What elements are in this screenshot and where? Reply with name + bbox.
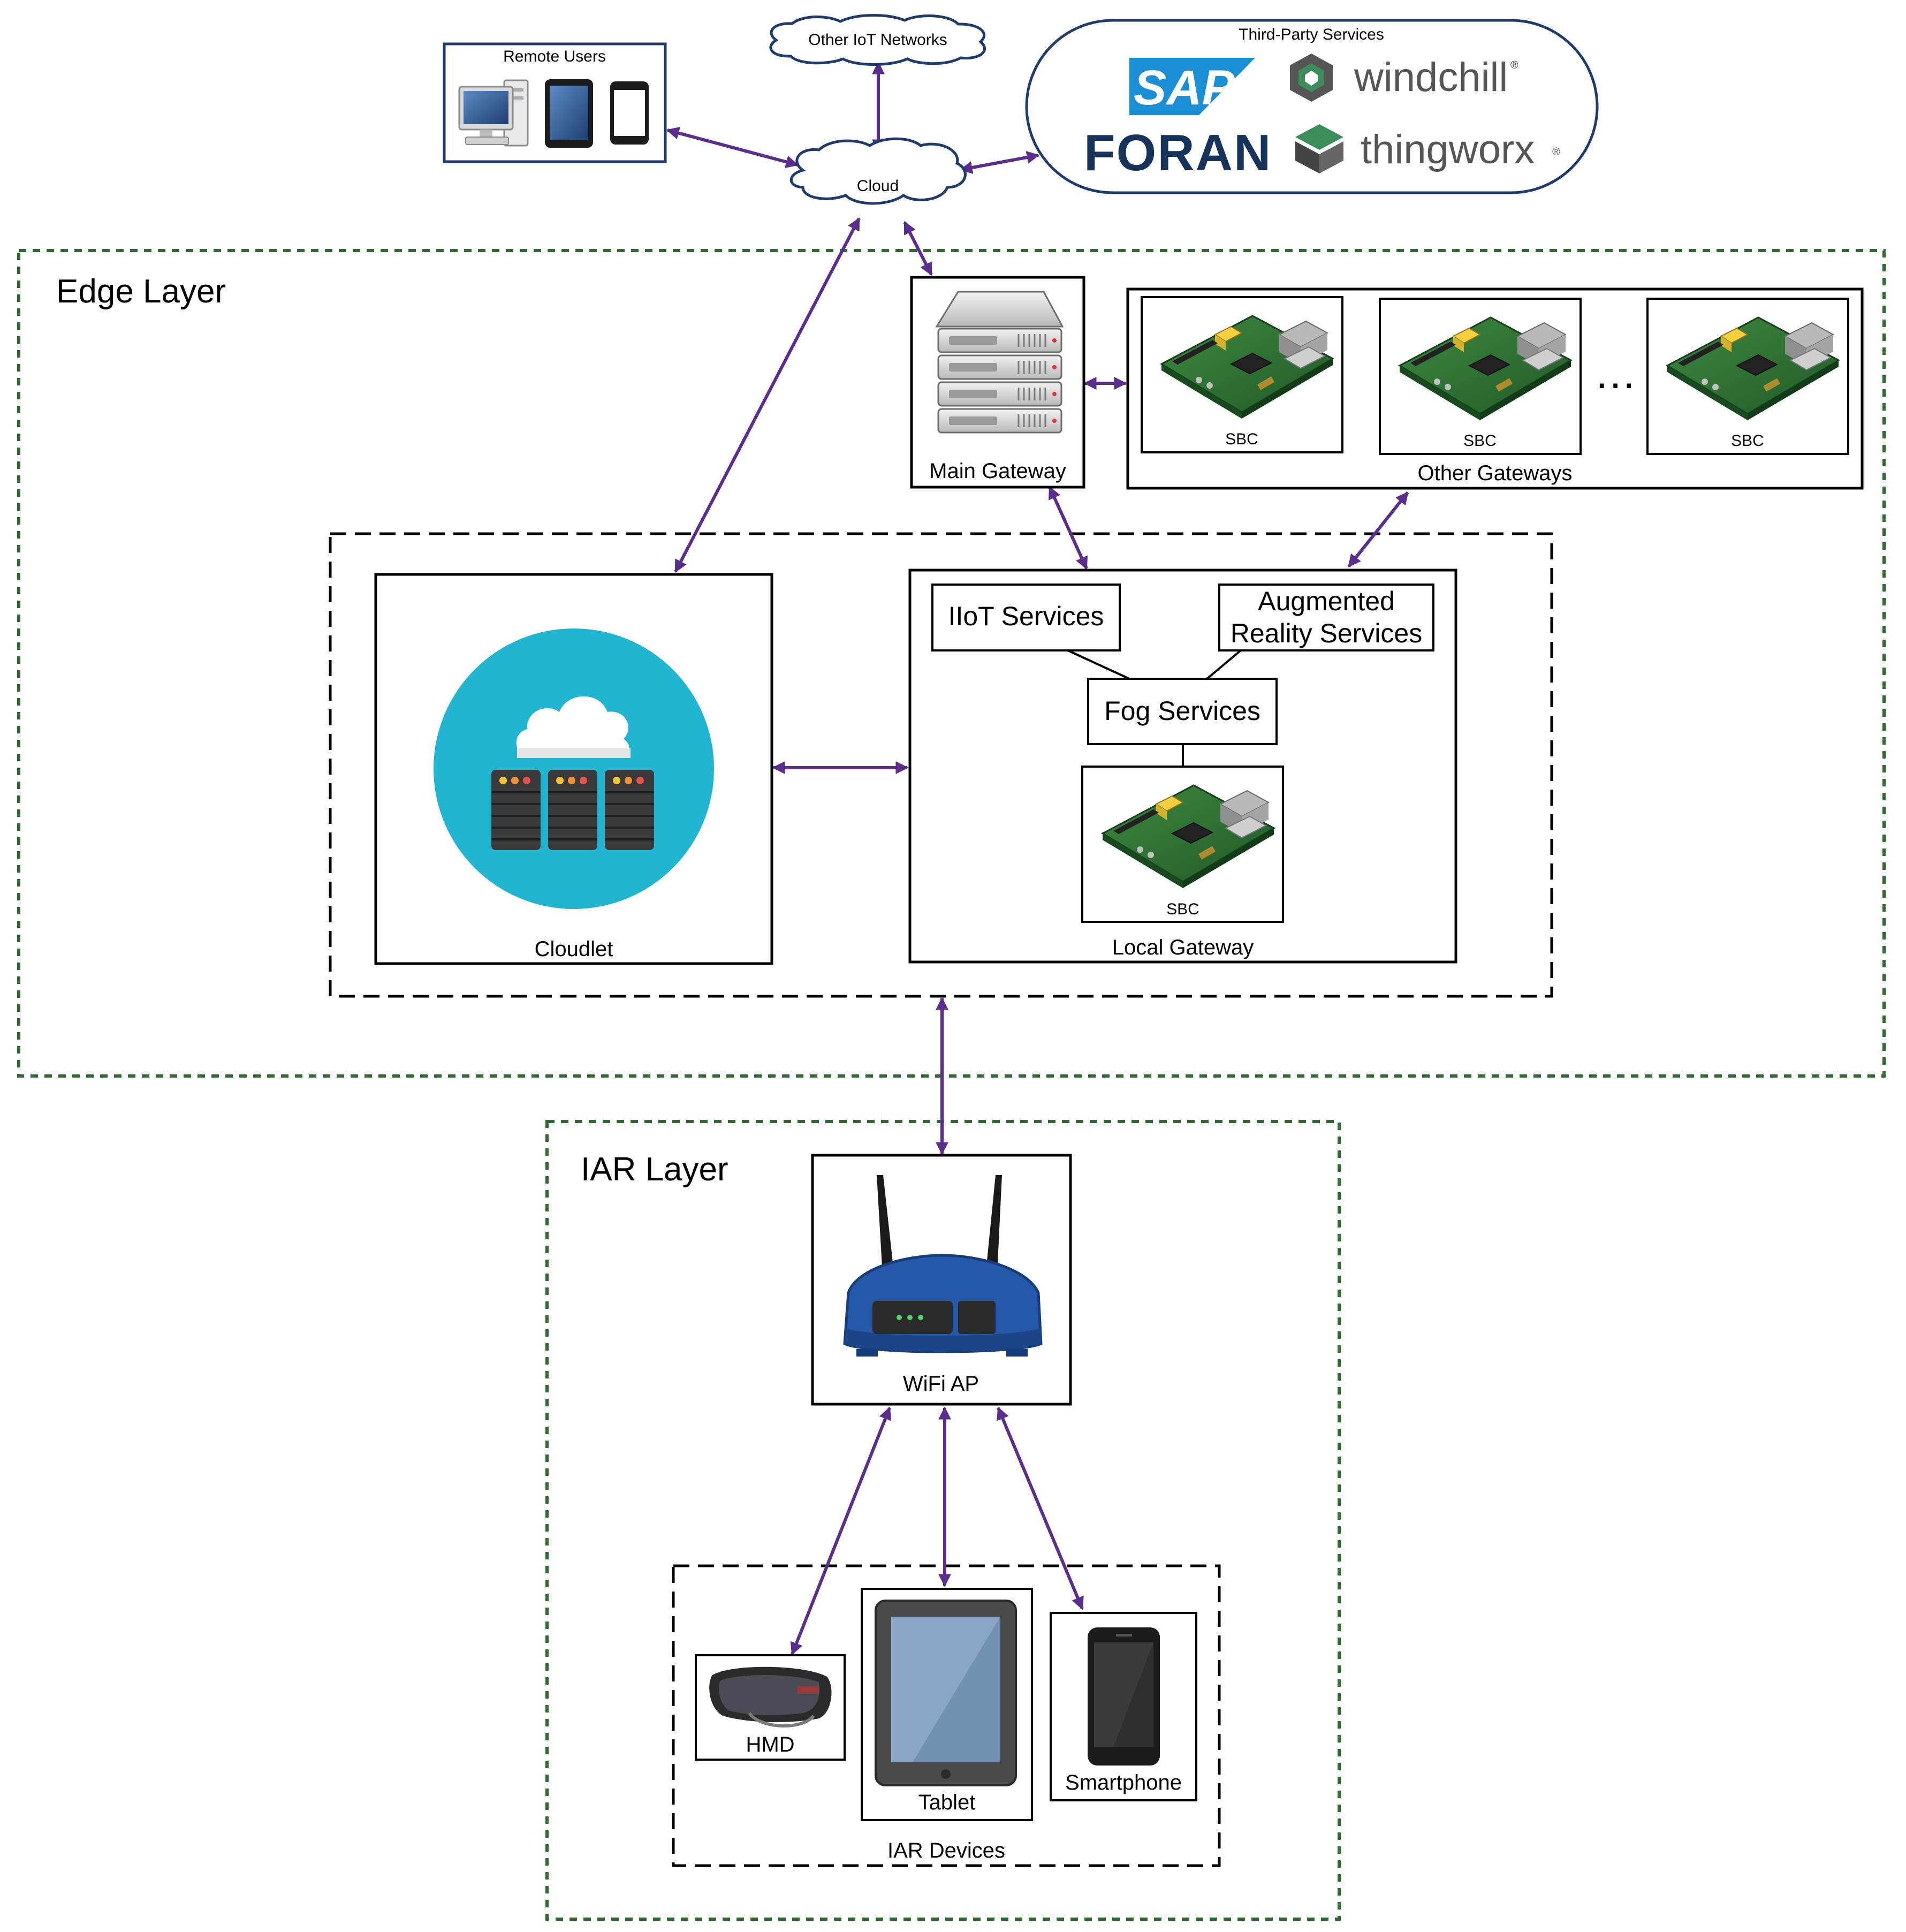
third-party-label: Third-Party Services <box>1239 26 1384 43</box>
connection-arrows <box>666 61 1409 1656</box>
smartphone-icon <box>1088 1627 1160 1766</box>
sbc-label: SBC <box>1463 432 1497 450</box>
remote-users-box: Remote Users <box>443 42 667 163</box>
other-iot-networks-cloud: Other IoT Networks <box>769 14 986 66</box>
other-gateways-label: Other Gateways <box>1417 461 1572 485</box>
svg-text:thingworx: thingworx <box>1361 127 1535 172</box>
tablet-label: Tablet <box>918 1791 976 1814</box>
main-gateway-box: Main Gateway <box>910 276 1085 489</box>
cloud-shape: Cloud <box>789 137 967 205</box>
iiot-services-box: IIoT Services <box>931 584 1121 651</box>
iar-devices-label: IAR Devices <box>887 1839 1005 1862</box>
sbc-card-2: SBC <box>1379 298 1582 455</box>
edge-services-group <box>329 532 1553 998</box>
windchill-logo: windchill ® <box>1290 54 1518 102</box>
arrow-wifi-smartphone <box>997 1406 1084 1610</box>
arrow-wifi-hmd <box>790 1406 892 1656</box>
hmd-headset-icon <box>709 1666 832 1728</box>
fog-services-box: Fog Services <box>1087 678 1278 745</box>
cloud-label: Cloud <box>857 177 899 195</box>
local-gateway-box: IIoT Services Augmented Reality Services… <box>908 569 1457 964</box>
ar-services-label-line1: Augmented <box>1258 586 1395 616</box>
smartphone-label: Smartphone <box>1065 1771 1182 1794</box>
iiot-services-label: IIoT Services <box>948 601 1104 631</box>
local-gateway-label: Local Gateway <box>1112 936 1254 959</box>
server-rack-icon <box>935 291 1064 434</box>
arrow-remote-users-cloud <box>666 126 799 169</box>
svg-text:FORAN: FORAN <box>1084 124 1272 181</box>
third-party-services-box: Third-Party Services SAP windchill ® FOR… <box>1025 19 1599 194</box>
edge-layer-label: Edge Layer <box>56 273 226 310</box>
ar-services-label-line2: Reality Services <box>1231 618 1422 648</box>
smartphone-icon <box>610 81 649 145</box>
arrow-main-local-gateway <box>1048 486 1088 570</box>
hmd-label: HMD <box>746 1733 794 1756</box>
local-sbc-card: SBC <box>1081 766 1284 923</box>
iar-layer-label: IAR Layer <box>581 1151 728 1188</box>
cloudlet-box: Cloudlet <box>374 573 773 965</box>
tablet-device-box: Tablet <box>861 1588 1033 1821</box>
sbc-label: SBC <box>1731 432 1764 450</box>
sap-logo: SAP <box>1129 58 1255 115</box>
sbc-label: SBC <box>1166 900 1199 918</box>
cloud-server-icon <box>434 628 714 909</box>
fog-services-label: Fog Services <box>1104 696 1260 726</box>
svg-text:®: ® <box>1552 146 1560 158</box>
more-gateways-ellipsis: … <box>1594 350 1637 397</box>
edge-layer-box <box>17 249 1886 1078</box>
thingworx-logo: thingworx ® <box>1295 124 1560 173</box>
wifi-ap-label: WiFi AP <box>903 1372 979 1396</box>
connector-ar-fog <box>1206 649 1242 680</box>
sbc-card-3: SBC <box>1646 298 1849 455</box>
main-gateway-label: Main Gateway <box>929 459 1066 483</box>
sbc-label: SBC <box>1225 430 1258 448</box>
svg-text:®: ® <box>1510 59 1518 71</box>
arrow-other-local-gateway <box>1347 491 1409 567</box>
svg-text:SAP: SAP <box>1134 60 1235 115</box>
tablet-icon <box>875 1600 1017 1786</box>
tablet-icon <box>545 79 593 148</box>
other-gateways-box: SBC SBC … SBC Other Gateways <box>1126 287 1864 490</box>
arrow-cloud-main-gateway <box>903 221 933 276</box>
connector-iiot-fog <box>1067 649 1130 680</box>
sbc-card-1: SBC <box>1141 296 1343 453</box>
hmd-device-box: HMD <box>695 1654 846 1761</box>
desktop-computer-icon <box>458 79 529 147</box>
remote-users-label: Remote Users <box>503 48 606 65</box>
cloudlet-label: Cloudlet <box>535 937 613 961</box>
svg-text:windchill: windchill <box>1354 55 1508 100</box>
wifi-router-icon <box>843 1175 1043 1357</box>
wifi-ap-box: WiFi AP <box>811 1154 1072 1406</box>
foran-logo: FORAN <box>1084 124 1272 181</box>
arrow-cloud-cloudlet <box>674 217 861 573</box>
smartphone-device-box: Smartphone <box>1050 1612 1197 1801</box>
ar-services-box: Augmented Reality Services <box>1218 584 1434 651</box>
other-iot-label: Other IoT Networks <box>808 31 947 49</box>
arrow-cloud-third-party <box>959 151 1040 174</box>
